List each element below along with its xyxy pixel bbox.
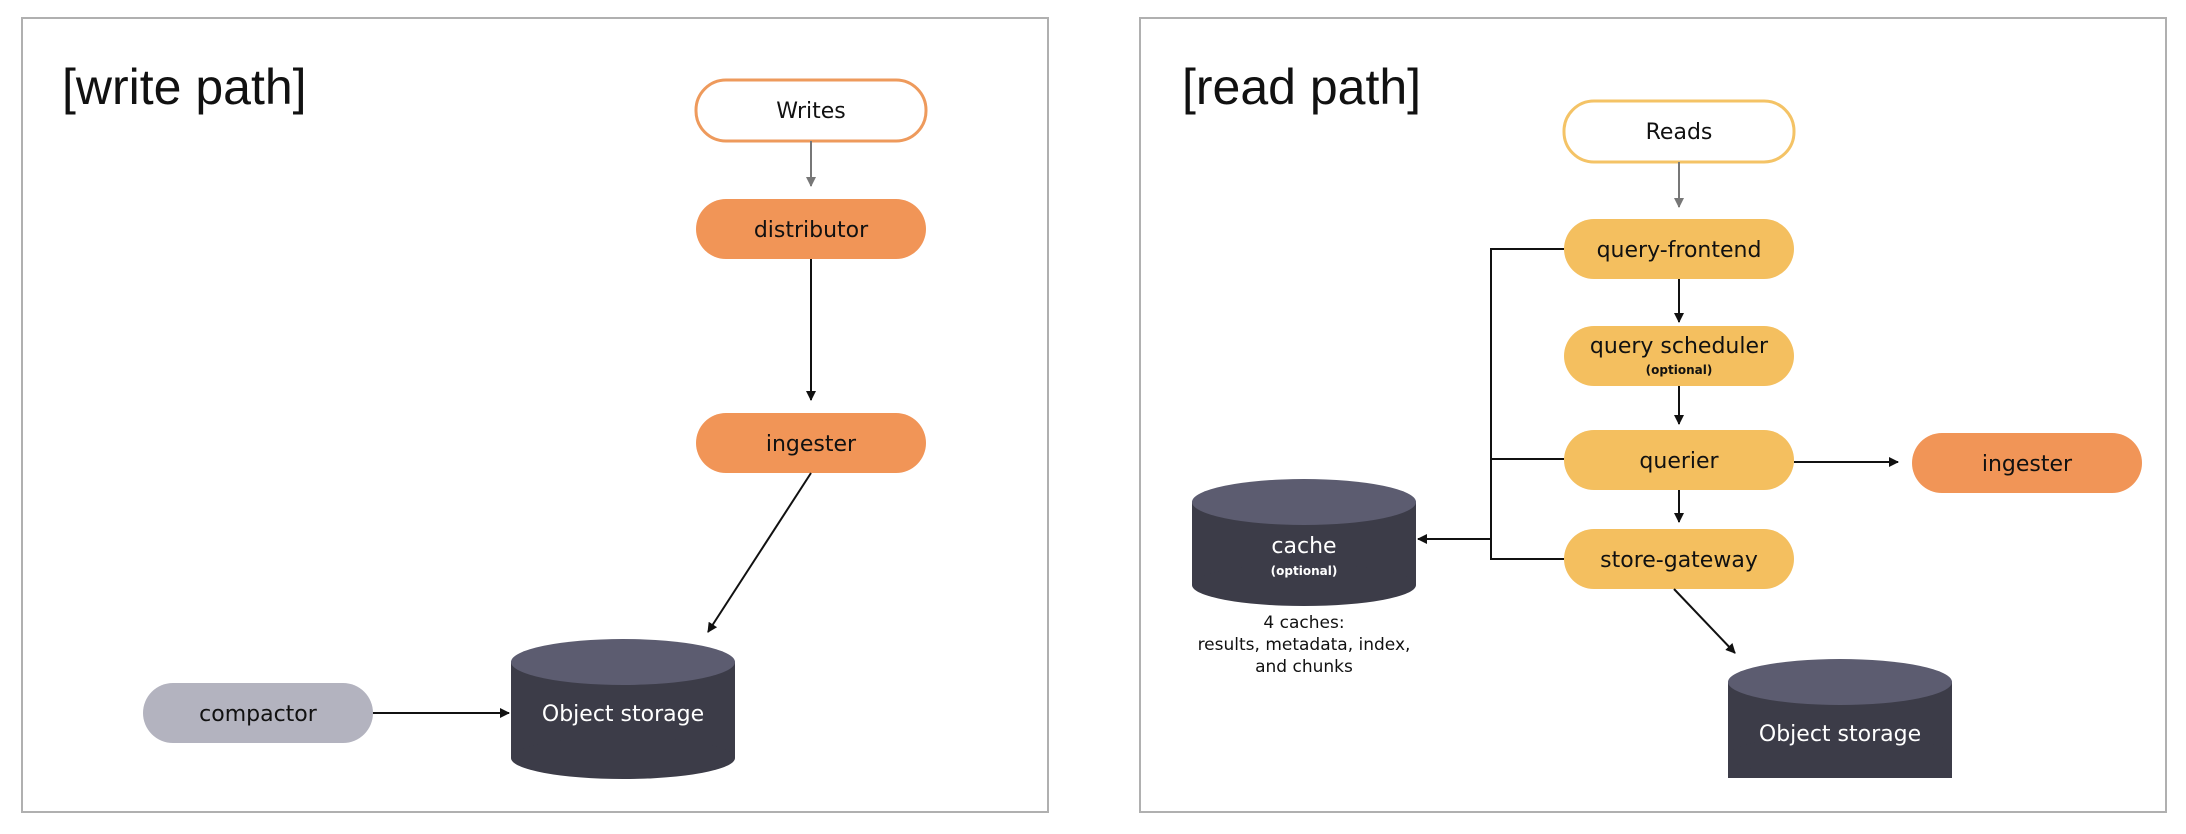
cache-note-line-2: results, metadata, index, — [1198, 635, 1411, 655]
reads-node: Reads — [1562, 99, 1796, 164]
cache-label: cache — [1271, 534, 1336, 559]
write-path-panel: [write path] Writes distributor ingester… — [21, 17, 1049, 813]
query-frontend-node: query-frontend — [1564, 219, 1794, 279]
reads-label: Reads — [1646, 120, 1713, 145]
querier-node: querier — [1564, 430, 1794, 490]
cache-note-line-1: 4 caches: — [1263, 613, 1344, 633]
compactor-node: compactor — [143, 683, 373, 743]
querier-label: querier — [1639, 449, 1719, 474]
distributor-label: distributor — [754, 218, 869, 243]
read-ingester-label: ingester — [1982, 452, 2073, 477]
cache-note: 4 caches: results, metadata, index, and … — [1198, 613, 1411, 677]
query-frontend-label: query-frontend — [1597, 238, 1762, 263]
query-scheduler-optional-label: (optional) — [1646, 363, 1713, 377]
ingester-to-storage-arrow — [707, 472, 812, 633]
store-gateway-label: store-gateway — [1600, 548, 1758, 573]
read-panel-title: [read path] — [1182, 59, 1421, 115]
write-object-storage-node: Object storage — [511, 639, 735, 779]
cache-optional-label: (optional) — [1271, 564, 1338, 578]
query-scheduler-node: query scheduler (optional) — [1564, 326, 1794, 386]
writes-label: Writes — [776, 99, 846, 124]
write-panel-title: [write path] — [62, 59, 307, 115]
cache-connector-bus — [1490, 248, 1564, 560]
read-object-storage-label: Object storage — [1759, 722, 1921, 747]
compactor-label: compactor — [199, 702, 318, 727]
cache-node: cache (optional) — [1192, 479, 1416, 606]
cache-note-line-3: and chunks — [1255, 657, 1353, 677]
distributor-node: distributor — [696, 199, 926, 259]
read-object-storage-node: Object storage — [1728, 659, 1952, 778]
write-object-storage-label: Object storage — [542, 702, 704, 727]
read-ingester-node: ingester — [1912, 433, 2142, 493]
write-ingester-node: ingester — [696, 413, 926, 473]
write-ingester-label: ingester — [766, 432, 857, 457]
read-path-panel: [read path] Reads query-frontend query s… — [1139, 17, 2167, 813]
gateway-to-storage-arrow — [1673, 588, 1736, 654]
store-gateway-node: store-gateway — [1564, 529, 1794, 589]
writes-node: Writes — [694, 78, 928, 143]
query-scheduler-label: query scheduler — [1590, 334, 1769, 359]
